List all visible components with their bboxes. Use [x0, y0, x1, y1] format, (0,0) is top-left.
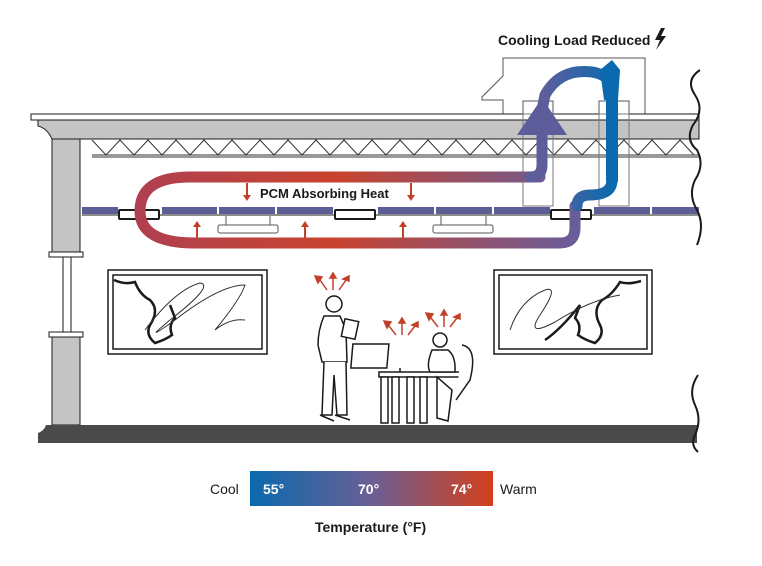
pcm-absorbing-heat-label: PCM Absorbing Heat: [260, 186, 389, 201]
supply-arrow-head: [517, 98, 567, 135]
legend-title: Temperature (°F): [315, 519, 426, 535]
exhaust-arrow-head: [600, 60, 620, 100]
lightning-bolt-icon: [655, 28, 666, 50]
desk-workstation: [349, 332, 474, 424]
roof-truss: [91, 139, 699, 158]
ceiling-pcm-panels: [82, 207, 699, 216]
rooftop-unit: [481, 57, 646, 116]
legend-value-70: 70°: [358, 481, 379, 497]
light-fixtures: [217, 216, 494, 234]
person-standing: [317, 295, 360, 422]
pcm-heat-arrows: [193, 183, 415, 238]
heat-rising-icon-seated-right: [424, 308, 461, 328]
temperature-legend: Cool 55° 70° 74° Warm Temperature (°F): [210, 471, 537, 535]
column: [48, 138, 84, 426]
wall-artwork-right: [493, 269, 653, 355]
legend-color-bar: [250, 471, 493, 506]
break-lines: [688, 69, 702, 453]
legend-value-74: 74°: [451, 481, 472, 497]
legend-value-55: 55°: [263, 481, 284, 497]
cooling-load-label: Cooling Load Reduced: [498, 32, 650, 48]
heat-rising-icon-seated-left: [382, 316, 419, 336]
legend-cool-label: Cool: [210, 481, 239, 497]
wall-artwork-left: [107, 269, 268, 355]
legend-warm-label: Warm: [500, 481, 537, 497]
heat-rising-icon-standing: [313, 271, 350, 291]
floor-slab: [38, 425, 697, 443]
